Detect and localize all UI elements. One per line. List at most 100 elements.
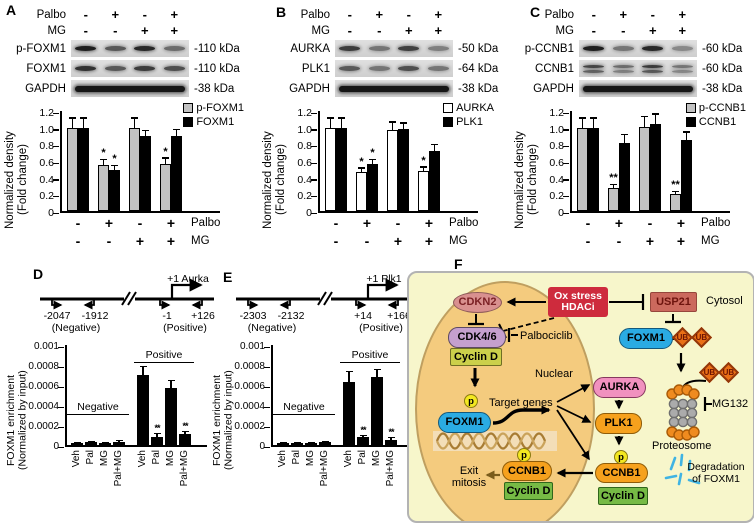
error-bar-cap <box>153 432 161 434</box>
error-bar-cap <box>321 440 329 442</box>
blot-lane <box>339 66 361 71</box>
bar <box>109 170 120 211</box>
blot-lane <box>398 66 420 71</box>
exit-label-line: Exit <box>459 465 479 477</box>
y-tick-mark <box>264 386 270 388</box>
x-axis-sign: - <box>616 233 622 249</box>
protein-band <box>339 46 361 51</box>
negative-region-label: (Negative) <box>248 322 296 334</box>
y-tick-label: 0.4 <box>39 173 54 186</box>
protein-band <box>427 46 449 51</box>
y-tick-label: 0 <box>306 207 312 219</box>
treatment-label: Palbo <box>544 8 574 21</box>
bar-p-ccnb1: ** <box>670 111 681 211</box>
y-tick-mark <box>563 129 569 131</box>
mg132-label: MG132 <box>712 398 749 410</box>
treatment-label: MG <box>311 24 330 37</box>
error-bar-cap <box>115 439 123 441</box>
x-category: Pal <box>291 448 303 496</box>
y-axis-title: FOXM1 enrichment(Normalized by input) <box>5 345 29 496</box>
error-bar-cap <box>431 143 438 146</box>
y-tick-mark <box>563 195 569 198</box>
error-bar <box>175 129 178 136</box>
error-bar-cap <box>369 158 376 161</box>
x-axis-sign: - <box>647 215 653 231</box>
ubiquitin-icon: UB <box>717 361 740 384</box>
protein-band <box>368 46 390 51</box>
cdkn2-node: CDKN2 <box>453 292 502 313</box>
error-bar-cap <box>683 131 690 133</box>
proteosome-label: Proteosome <box>652 440 712 452</box>
molecular-weight-label: -60 kDa <box>702 42 743 55</box>
y-tick-mark <box>311 212 317 214</box>
bar-group-negative <box>71 345 125 445</box>
hdaci-label: HDACi <box>561 301 595 313</box>
nucleus-region <box>415 281 595 521</box>
panel-letter: C <box>530 4 541 20</box>
bar <box>160 163 171 211</box>
y-tick-mark <box>311 129 317 131</box>
bar <box>336 127 347 211</box>
error-bar <box>164 157 167 164</box>
y-tick-label: 0.0002 <box>28 420 59 432</box>
bar <box>78 127 89 211</box>
bar <box>398 129 409 211</box>
x-axis-row-label: MG <box>449 235 468 247</box>
phospho-label: p <box>468 395 474 407</box>
y-tick-label: 0 <box>259 440 265 452</box>
bar-foxm1 <box>171 111 182 211</box>
blot-lane <box>671 64 693 73</box>
gene-diagram: +1 Aurka-2047-1912(Negative)-1+126(Posit… <box>32 272 215 339</box>
error-bar <box>142 366 144 375</box>
significance-marker: ** <box>388 427 394 437</box>
bar-pair: * <box>418 111 440 211</box>
y-tick-label: 0.2 <box>549 190 564 203</box>
bar-pal+mg: ** <box>179 345 191 445</box>
gene-promoter-diagram: +1 Plk1-2303-2132(Negative)+14+166(Posit… <box>236 273 411 334</box>
target-genes-label: Target genes <box>489 397 553 409</box>
error-bar <box>329 117 332 128</box>
bar-pal+mg: ** <box>385 345 397 445</box>
bar-veh <box>343 345 355 445</box>
treatment-sign: + <box>140 23 149 38</box>
negative-start-coordinate: -2303 <box>240 310 267 322</box>
x-category: Pal <box>357 448 369 496</box>
x-axis-sign: + <box>166 215 176 231</box>
error-bar-cap <box>162 157 169 159</box>
protein-band <box>75 46 97 51</box>
ox-stress-label: Ox stress <box>554 290 602 302</box>
error-bar-cap <box>590 117 597 119</box>
protein-band <box>671 46 693 51</box>
bar-p-foxm1 <box>129 111 140 211</box>
molecular-weight-label: -38 kDa <box>458 82 499 95</box>
ubiquitin-icon: UB <box>690 326 713 349</box>
blot-lane <box>583 64 605 73</box>
y-tick-label: 0.6 <box>297 157 312 169</box>
bar-ccnb1 <box>681 111 692 211</box>
legend-item: FOXM1 <box>183 116 244 128</box>
bar-pair: * <box>160 111 182 211</box>
bar-mg <box>371 345 383 445</box>
error-bar <box>643 116 646 127</box>
x-category-label: MG <box>165 450 176 467</box>
error-bar-cap <box>142 129 149 132</box>
x-category-label: Pal+MG <box>113 450 124 487</box>
error-bar <box>156 433 158 437</box>
bar-plk1: * <box>367 111 378 211</box>
x-axis-row-label: Palbo <box>449 217 479 229</box>
negative-end-coordinate: -2132 <box>278 310 305 322</box>
protein-band <box>104 46 126 51</box>
bar-pal: ** <box>357 345 369 445</box>
panel-letter: E <box>223 269 233 285</box>
bar <box>277 443 289 445</box>
negative-end-coordinate: -1912 <box>82 310 109 322</box>
bar-veh <box>277 345 289 445</box>
molecular-weight-label: -110 kDa <box>194 62 240 75</box>
x-axis-sign: + <box>424 215 434 231</box>
bar <box>650 123 661 211</box>
x-category: Pal <box>85 448 97 496</box>
